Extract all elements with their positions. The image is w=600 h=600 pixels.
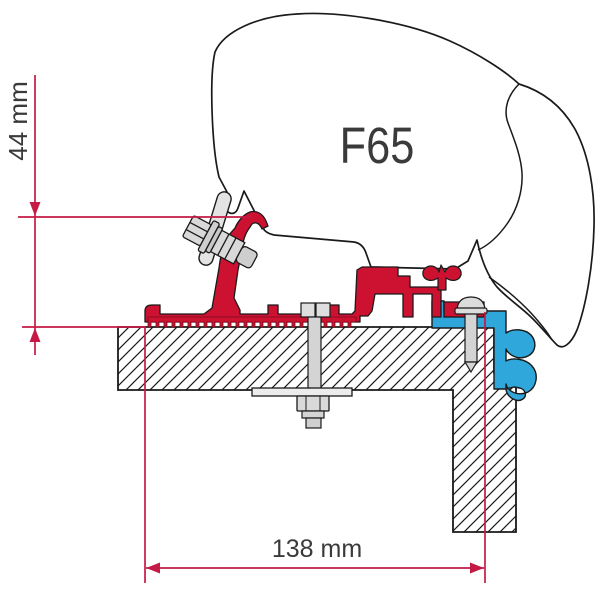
dimension-44mm: 44 mm bbox=[3, 75, 252, 355]
bolt-assembly bbox=[182, 215, 258, 269]
red-adapter-bracket bbox=[144, 210, 462, 328]
dimension-138mm-lines bbox=[144, 312, 486, 583]
channel-nut-block-right bbox=[315, 302, 331, 318]
awning-body: F65 bbox=[210, 12, 595, 348]
blue-bracket-profile bbox=[431, 300, 537, 402]
adapter-lower-bar-group bbox=[443, 296, 488, 374]
central-bolt-shaft bbox=[307, 316, 322, 392]
dimension-44mm-arrow-down bbox=[29, 202, 41, 216]
dimension-138mm-label: 138 mm bbox=[272, 535, 362, 563]
bolt-head-facets bbox=[185, 221, 208, 240]
dimension-44mm-arrow-up bbox=[29, 328, 41, 342]
bolt-end-nut bbox=[235, 246, 258, 269]
hex-nut bbox=[296, 395, 330, 412]
awning-seam-lower bbox=[488, 276, 553, 341]
dimension-138mm: 138 mm bbox=[144, 312, 486, 583]
blue-wall-bracket bbox=[431, 300, 537, 402]
screw-tip bbox=[463, 361, 479, 374]
dimension-44mm-label: 44 mm bbox=[3, 81, 33, 160]
backing-plate bbox=[251, 387, 353, 397]
channel-nut-block-left bbox=[300, 302, 316, 318]
red-bracket-body bbox=[144, 210, 442, 323]
awning-model-label: F65 bbox=[340, 118, 415, 175]
screw-shaft bbox=[464, 312, 478, 363]
red-anchor-hook bbox=[422, 264, 462, 291]
dimension-138mm-arrow-right bbox=[470, 562, 484, 574]
screw-head-flange bbox=[454, 307, 488, 315]
red-rail-teeth bbox=[147, 316, 357, 328]
awning-seam-upper bbox=[477, 83, 523, 251]
bolt-spacer-facets bbox=[217, 233, 237, 260]
hex-nut-facets bbox=[305, 396, 321, 411]
nut-collar bbox=[301, 410, 325, 419]
dimension-138mm-arrow-left bbox=[146, 562, 160, 574]
nut-stub bbox=[305, 417, 322, 429]
central-roof-bolt bbox=[251, 302, 353, 429]
